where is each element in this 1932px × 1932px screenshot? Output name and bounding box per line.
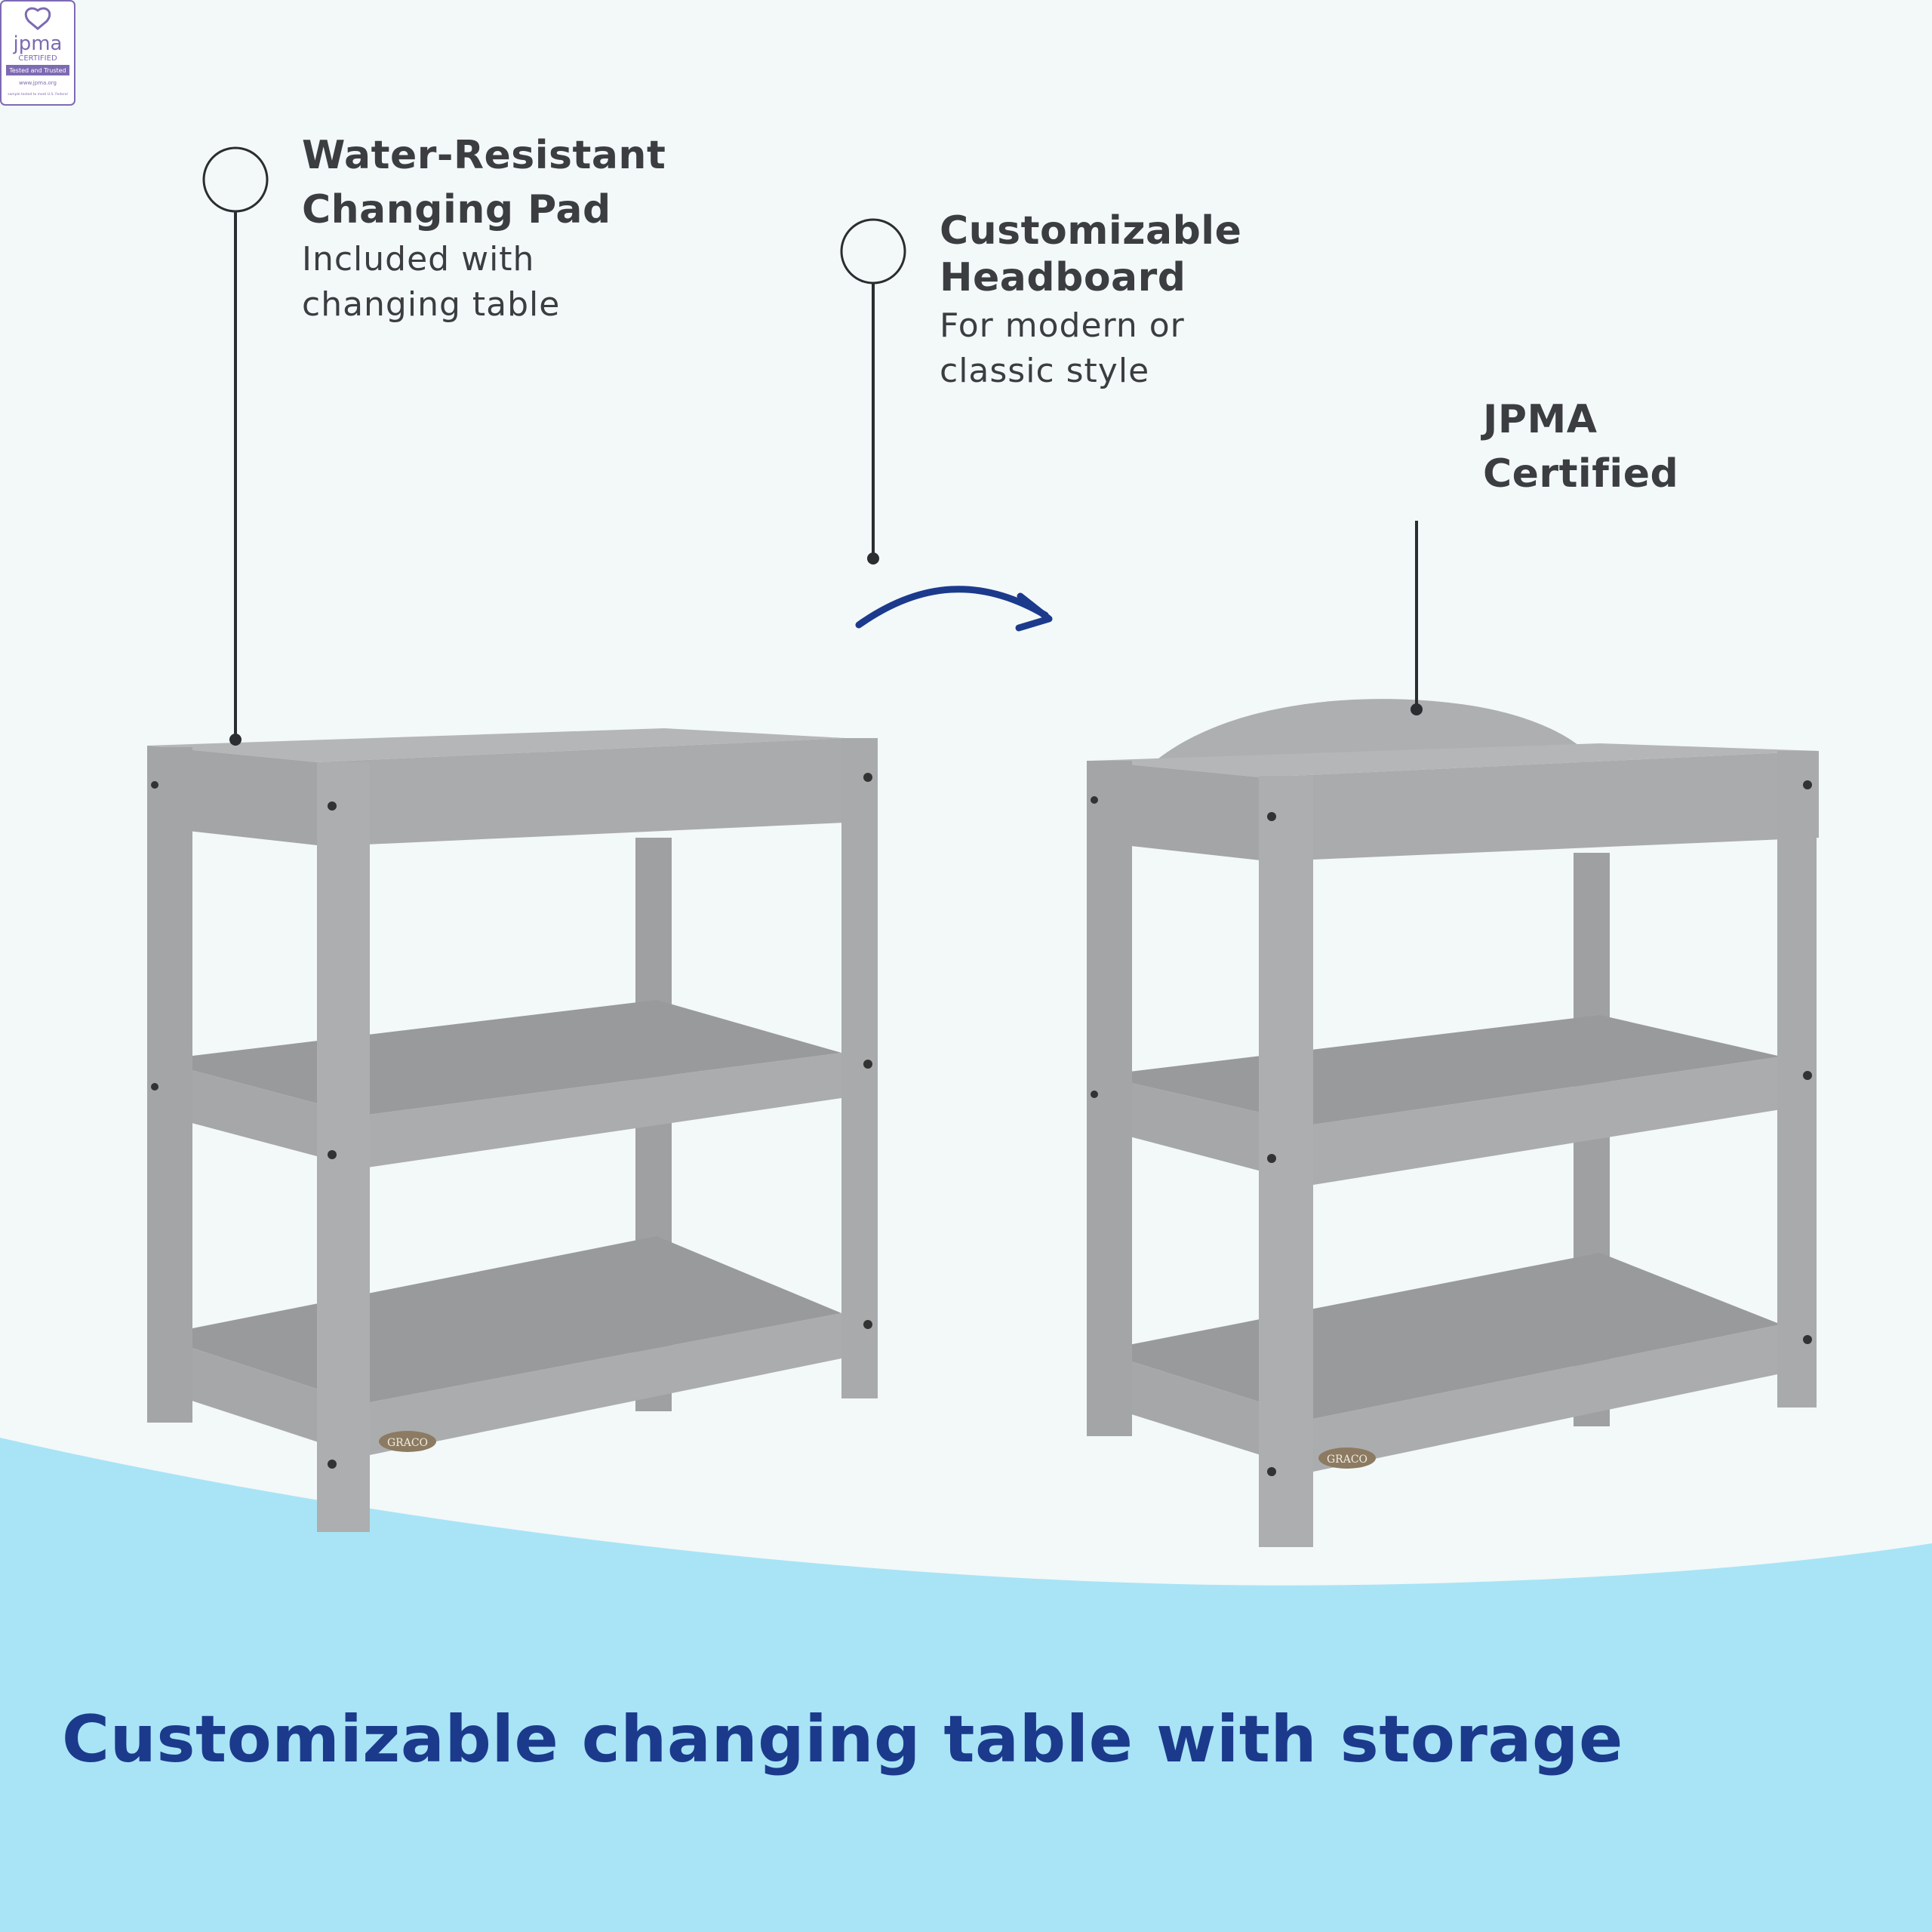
jpma-badge-fineprint: sample tested to meet U.S. Federal [8,92,68,97]
jpma-badge-tagline: Tested and Trusted [8,67,66,74]
jpma-badge-url: www.jpma.org [19,80,57,86]
feature-headboard: Customizable Headboard For modern or cla… [940,208,1257,392]
feature-headboard-title-line1: Customizable [940,208,1242,254]
feature-changing-pad-desc-line2: changing table [302,285,561,324]
feature-headboard-title-line2: Headboard [940,255,1186,300]
feature-changing-pad-desc-line1: Included with [302,240,535,278]
graco-logo-right: GRACO [1327,1454,1367,1466]
feature-jpma-title-line1: JPMA [1483,397,1598,442]
graco-logo-left: GRACO [387,1437,428,1449]
callout-pointer-pad [202,146,269,746]
feature-changing-pad-title-line2: Changing Pad [302,187,611,232]
callout-pointer-headboard [840,218,906,565]
feature-changing-pad-title-line1: Water-Resistant [302,133,666,178]
headline: Customizable changing table with storage [62,1702,1623,1777]
changing-table-standard: GRACO [147,728,878,1532]
changing-table-headboard: GRACO [1087,699,1819,1547]
arrow-icon [855,586,1053,632]
jpma-badge-brand: jpma [13,32,63,55]
feature-jpma-title-line2: Certified [1483,451,1679,497]
jpma-badge-icon: jpma CERTIFIED Tested and Trusted www.jp… [0,0,75,106]
feature-changing-pad: Water-Resistant Changing Pad Included wi… [302,128,694,328]
feature-jpma: JPMA Certified [1483,392,1724,501]
feature-headboard-desc-line2: classic style [940,352,1150,390]
feature-headboard-desc-line1: For modern or [940,306,1185,345]
wave-background [0,1438,1932,1932]
callout-pointer-jpma [1411,521,1423,715]
jpma-badge-label: CERTIFIED [18,54,57,63]
